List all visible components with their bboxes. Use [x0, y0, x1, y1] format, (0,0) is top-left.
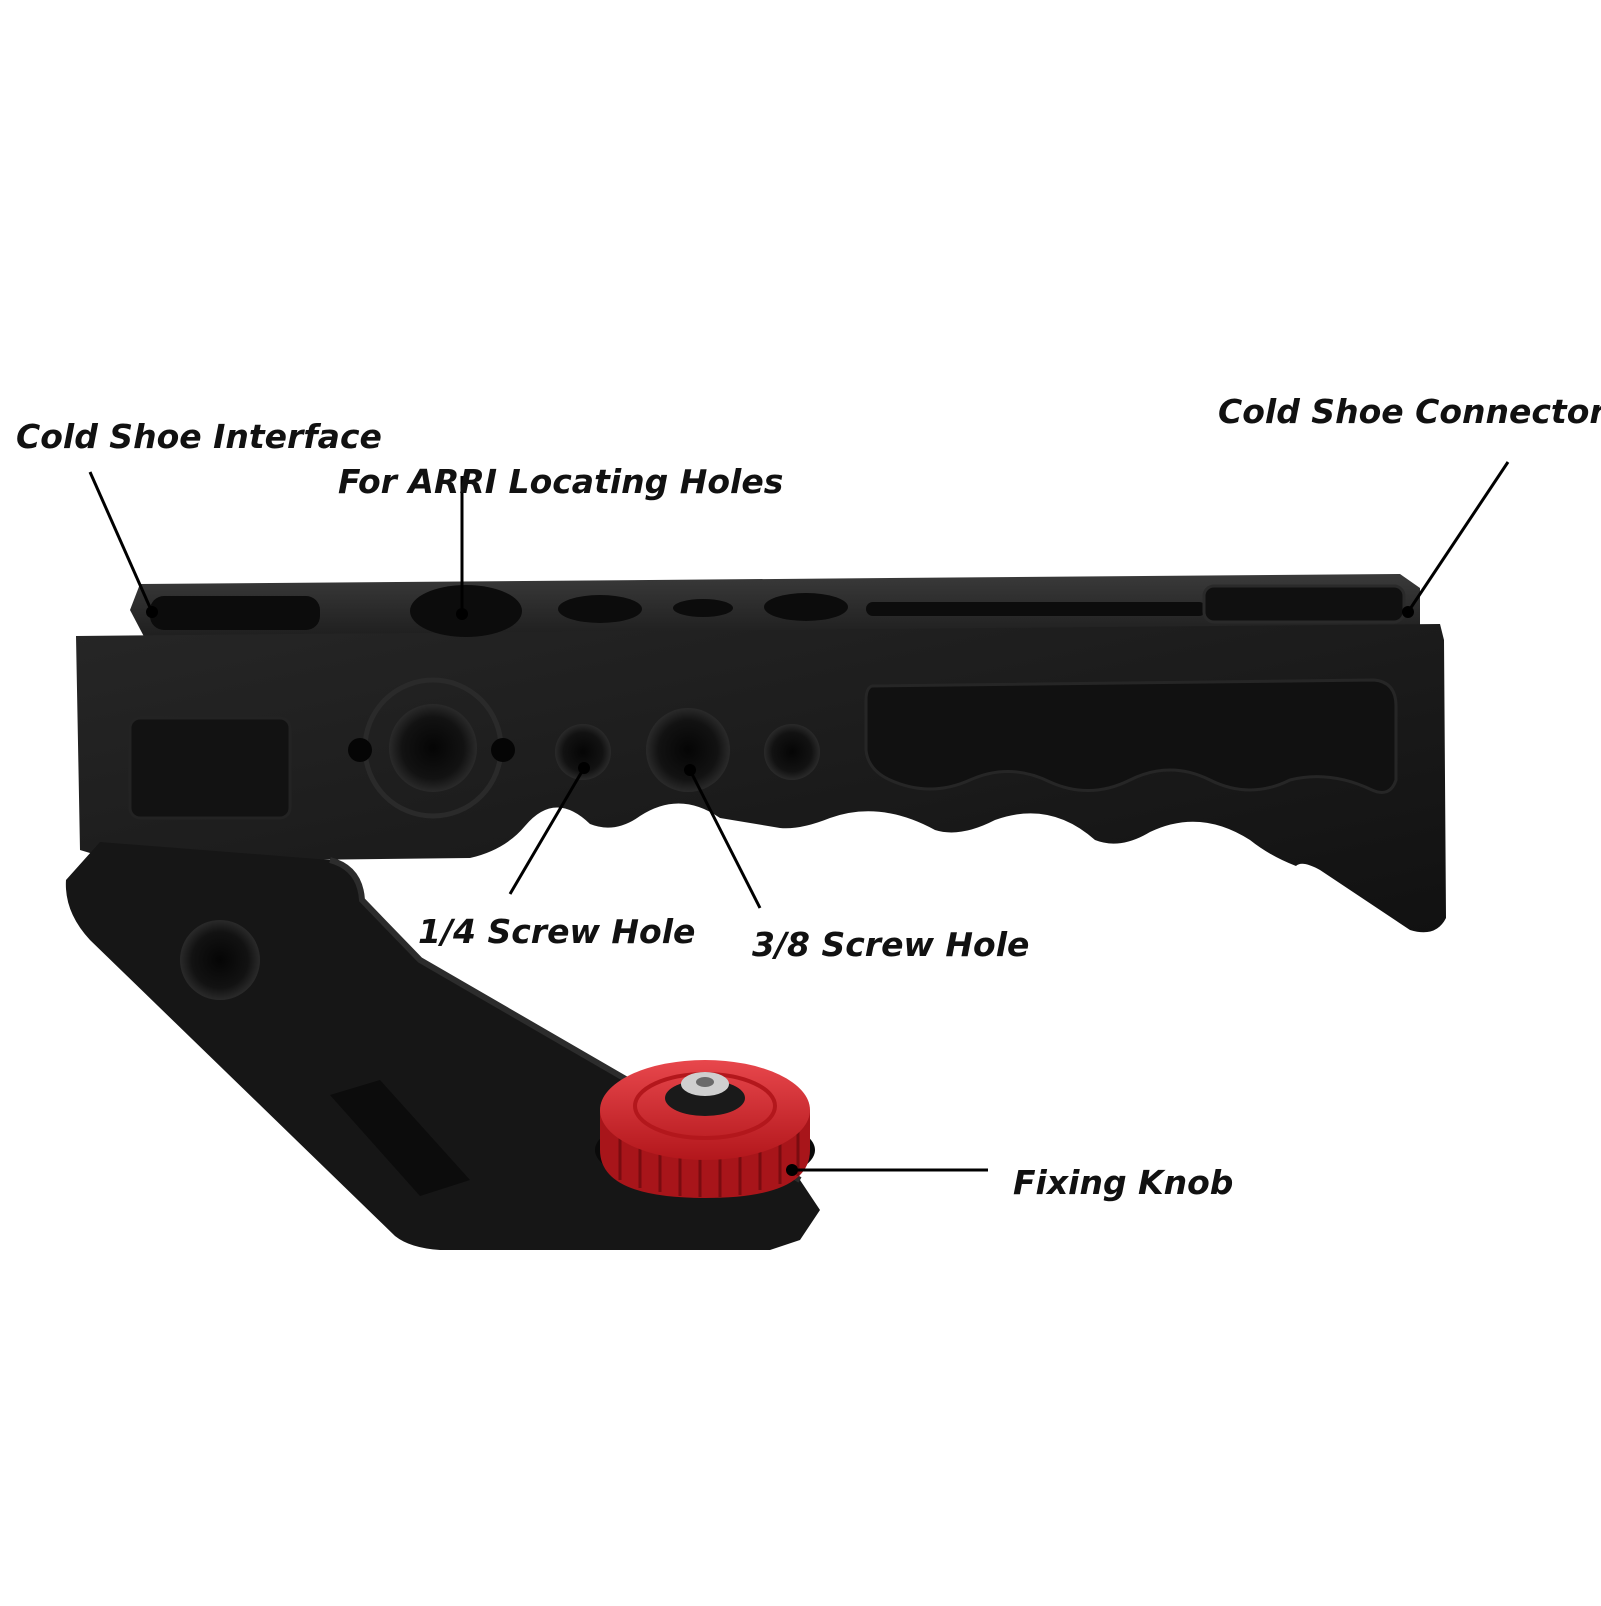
- label-arri-locating-holes: For ARRI Locating Holes: [338, 462, 784, 501]
- three-eighths-hole-front: [646, 708, 730, 792]
- front-large-hole-left: [389, 704, 477, 792]
- locating-pin-left: [348, 738, 372, 762]
- left-block-recess: [128, 716, 292, 820]
- quarter-inch-hole-front: [555, 724, 611, 780]
- hook-arm-edge: [329, 857, 802, 1183]
- cold-shoe-slot-left: [150, 596, 320, 630]
- label-quarter-inch-hole: 1/4 Screw Hole: [418, 912, 696, 951]
- leader-cold-shoe-interface: [88, 471, 154, 613]
- cold-shoe-connector-slot: [1202, 584, 1406, 624]
- grip-recess-panel: [864, 678, 1398, 794]
- leader-lines: [88, 461, 1510, 1172]
- label-three-eighths-hole: 3/8 Screw Hole: [752, 925, 1030, 964]
- top-hole-c: [764, 593, 848, 621]
- leader-endpoints: [146, 606, 1414, 1176]
- leader-cold-shoe-connector: [1406, 461, 1510, 613]
- label-fixing-knob: Fixing Knob: [1013, 1163, 1234, 1202]
- top-rail-slot: [866, 602, 1206, 616]
- small-hole-right: [764, 724, 820, 780]
- top-hole-b: [673, 599, 733, 617]
- top-hole-a: [558, 595, 642, 623]
- leader-three-eighths-hole: [688, 769, 762, 909]
- label-cold-shoe-interface: Cold Shoe Interface: [16, 417, 382, 456]
- side-screw-hole: [180, 920, 260, 1000]
- leader-quarter-inch-hole: [508, 767, 586, 895]
- locating-pin-right: [491, 738, 515, 762]
- label-cold-shoe-connector: Cold Shoe Connector: [1218, 392, 1601, 431]
- hook-slot: [330, 1080, 470, 1196]
- knob-screw-socket: [696, 1077, 714, 1087]
